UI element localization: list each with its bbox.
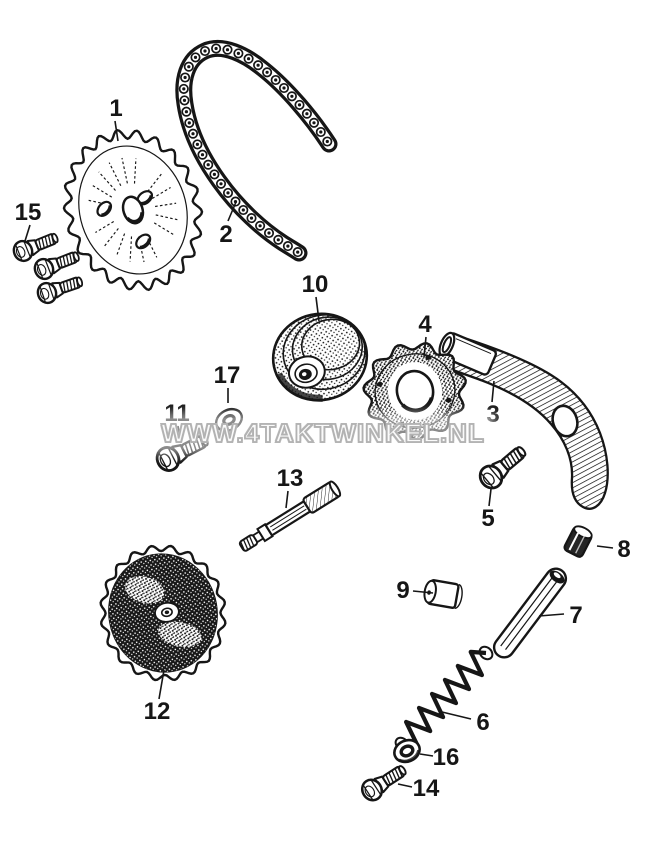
- part-label-16: 16: [419, 744, 460, 771]
- part-1-camshaft-sprocket: [62, 128, 204, 292]
- svg-text:17: 17: [214, 362, 241, 389]
- svg-text:9: 9: [396, 577, 409, 604]
- part-label-1: 1: [109, 95, 123, 142]
- part-label-4: 4: [418, 311, 432, 358]
- svg-text:4: 4: [418, 311, 432, 338]
- part-16-sealing-washer: [393, 738, 421, 764]
- part-3-tensioner-arm: [438, 331, 609, 510]
- svg-text:15: 15: [15, 199, 42, 226]
- part-6-tensioner-spring: [394, 645, 494, 752]
- part-10-tensioner-roller: [271, 312, 369, 402]
- part-label-6: 6: [441, 709, 490, 736]
- part-12-guide-roller: [99, 544, 227, 682]
- svg-text:7: 7: [569, 602, 582, 629]
- part-label-5: 5: [481, 488, 495, 532]
- watermark: WWW.4TAKTWINKEL.NL: [156, 417, 490, 449]
- part-15-bolts: [9, 226, 87, 307]
- svg-text:2: 2: [219, 221, 232, 248]
- part-label-12: 12: [144, 669, 171, 725]
- part-8-cap-nut: [563, 525, 593, 558]
- part-2-cam-chain: [175, 39, 338, 262]
- svg-text:14: 14: [413, 775, 440, 802]
- svg-text:12: 12: [144, 698, 171, 725]
- svg-text:6: 6: [476, 709, 489, 736]
- part-label-2: 2: [219, 201, 237, 248]
- part-13-setting-shaft: [238, 480, 342, 552]
- part-label-7: 7: [538, 602, 583, 629]
- part-7-push-rod: [492, 567, 568, 659]
- part-label-13: 13: [277, 465, 304, 509]
- svg-text:13: 13: [277, 465, 304, 492]
- part-label-14: 14: [397, 775, 440, 802]
- svg-text:10: 10: [302, 271, 329, 298]
- part-labels: 1 2 3 4 5 6 7 8 9 10: [15, 95, 631, 802]
- part-14-sealing-bolt: [357, 758, 412, 806]
- svg-text:5: 5: [481, 505, 494, 532]
- part-label-17: 17: [214, 362, 241, 403]
- part-label-9: 9: [396, 577, 434, 604]
- part-label-10: 10: [302, 271, 329, 322]
- part-9-bushing: [423, 579, 463, 609]
- svg-text:16: 16: [433, 744, 460, 771]
- part-label-15: 15: [15, 199, 42, 242]
- svg-text:8: 8: [617, 536, 630, 563]
- svg-text:1: 1: [109, 95, 122, 122]
- part-4-tensioner-sprocket: [362, 342, 467, 441]
- part-label-8: 8: [596, 536, 631, 563]
- part-15-bolt-b: [30, 245, 84, 283]
